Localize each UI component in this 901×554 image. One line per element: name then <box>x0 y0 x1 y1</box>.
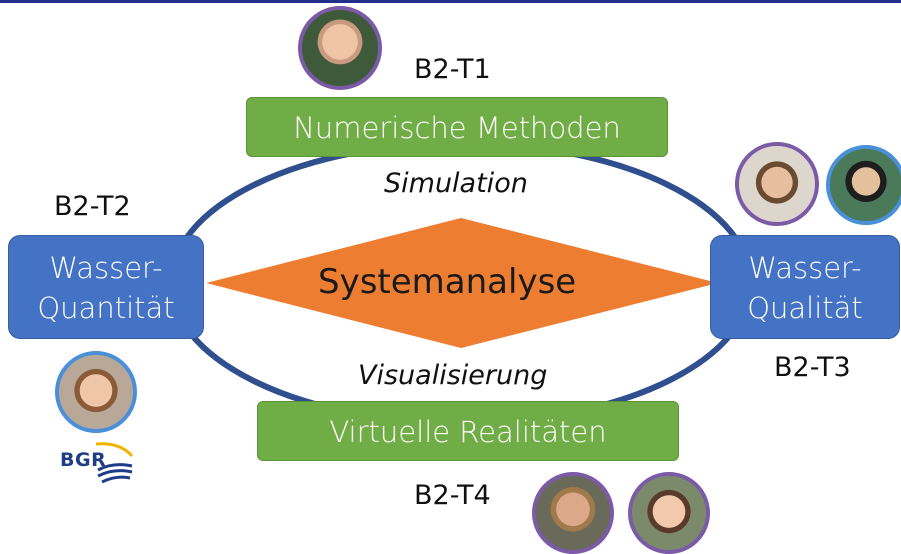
center-label: Systemanalyse <box>318 262 577 302</box>
wasser-qualitaet-line2: Qualität <box>747 291 863 325</box>
numerische-methoden-label: Numerische Methoden <box>293 111 621 145</box>
avatar-b2-t2 <box>55 351 137 433</box>
b2-t3-code: B2-T3 <box>774 352 851 383</box>
avatar-b2-t1 <box>298 6 382 90</box>
wasser-quantitaet-line2: Quantität <box>37 291 175 325</box>
avatar-b2-t3-left <box>735 142 819 226</box>
virtuelle-realitaeten-box: Virtuelle Realitäten <box>257 401 679 461</box>
bgr-logo-mark <box>95 442 134 484</box>
b2-t4-code: B2-T4 <box>414 480 491 511</box>
avatar-b2-t4-right <box>628 472 710 554</box>
avatar-b2-t3-right <box>826 145 901 225</box>
wasser-qualitaet-box: Wasser- Qualität <box>710 235 900 339</box>
systemanalyse-diamond <box>206 218 718 348</box>
simulation-label: Simulation <box>384 168 528 199</box>
visualisierung-label: Visualisierung <box>358 360 548 391</box>
b2-t2-code: B2-T2 <box>54 191 131 222</box>
wasser-quantitaet-box: Wasser- Quantität <box>8 235 204 339</box>
bgr-logo: BGR <box>58 440 138 486</box>
bgr-logo-text: BGR <box>60 449 107 471</box>
b2-t1-code: B2-T1 <box>414 54 491 85</box>
avatar-b2-t4-left <box>532 472 614 554</box>
header-rule <box>0 0 901 3</box>
wasser-quantitaet-line1: Wasser- <box>49 251 163 285</box>
virtuelle-realitaeten-label: Virtuelle Realitäten <box>329 415 607 449</box>
numerische-methoden-box: Numerische Methoden <box>246 97 668 157</box>
wasser-qualitaet-line1: Wasser- <box>748 251 862 285</box>
